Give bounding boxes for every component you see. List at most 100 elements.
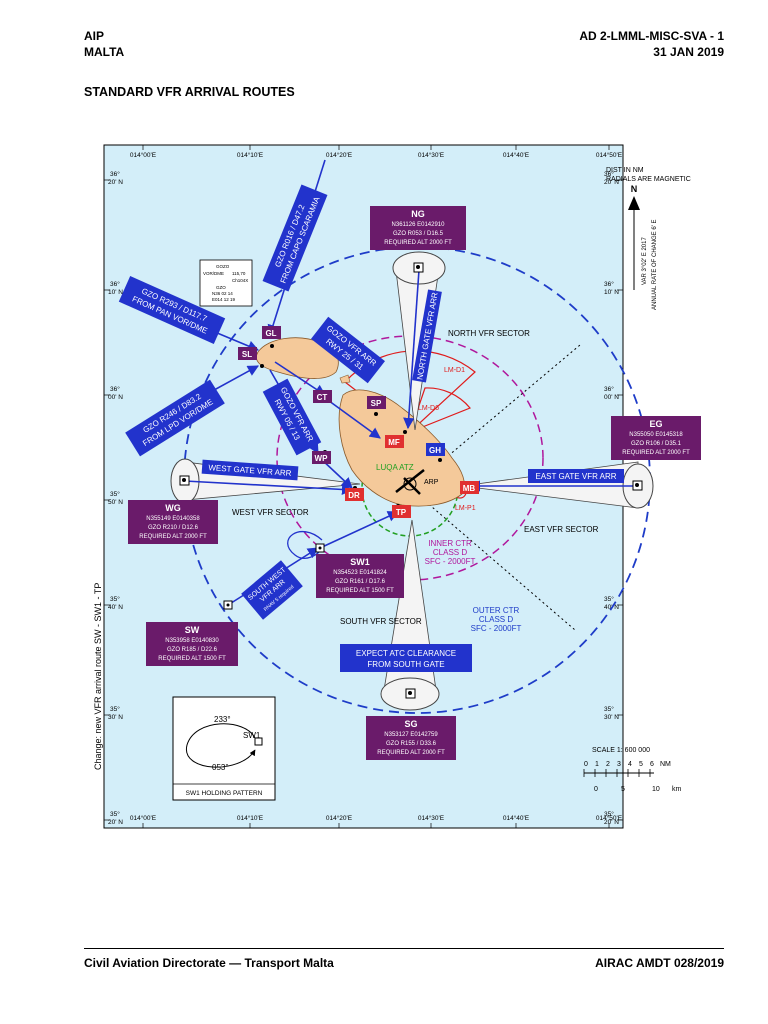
dist-note: DIST IN NM xyxy=(606,167,644,174)
sw1-name: SW1 xyxy=(350,557,370,567)
lat-label: 36° xyxy=(604,385,614,393)
lon-label-top: 014°30'E xyxy=(418,151,445,159)
inner-ctr-label: INNER CTR xyxy=(428,539,472,548)
wp-box-dr xyxy=(345,488,364,501)
wp-box-tp xyxy=(392,505,411,518)
lon-label-bottom: 014°30'E xyxy=(418,814,445,822)
scale-nm-unit: NM xyxy=(660,761,671,768)
scale-nm-tick: 2 xyxy=(606,761,610,768)
radial-note: RADIALS ARE MAGNETIC xyxy=(606,176,691,183)
wp-box-sp xyxy=(367,396,386,409)
gozo-box-line: N36 02 14 xyxy=(212,291,233,296)
lon-label-top: 014°50'E xyxy=(596,151,623,159)
sw-alt: REQUIRED ALT 1500 FT xyxy=(158,656,226,662)
lat-label: 10' N xyxy=(108,289,123,296)
luqa-atz-label: LUQA ATZ xyxy=(376,463,414,472)
wp-ct-label: CT xyxy=(317,393,328,402)
lat-label: 20' N xyxy=(108,179,123,186)
gozo-island xyxy=(256,337,339,379)
comino-island xyxy=(339,374,351,384)
doc-date: 31 JAN 2019 xyxy=(653,45,724,59)
lon-label-bottom: 014°00'E xyxy=(130,814,157,822)
sw-coord: N353958 E0140830 xyxy=(165,638,219,644)
south-sector-label: SOUTH VFR SECTOR xyxy=(340,617,422,626)
lon-label-top: 014°40'E xyxy=(503,151,530,159)
south-gate-clearance-label: EXPECT ATC CLEARANCE FROM SOUTH GATE xyxy=(340,644,472,672)
ng-coord: N361126 E0142910 xyxy=(392,222,446,228)
footer-right: AIRAC AMDT 028/2019 xyxy=(595,956,724,970)
sw-radial: GZO R185 / D22.6 xyxy=(167,647,218,653)
point-box-wg: WG N355149 E0140358 GZO R210 / D12.6 REQ… xyxy=(128,500,218,544)
scale-km-unit: km xyxy=(672,786,682,793)
wp-dr-label: DR xyxy=(348,491,360,500)
wp-box-gh xyxy=(426,443,445,456)
lat-label: 35° xyxy=(604,705,614,713)
gozo-box-line: Ch104X xyxy=(232,278,248,283)
point-box-sw: SW N353958 E0140830 GZO R185 / D22.6 REQ… xyxy=(146,622,238,666)
lat-label: 35° xyxy=(604,595,614,603)
point-box-sw1: SW1 N354523 E0141824 GZO R161 / D17.6 RE… xyxy=(316,554,404,598)
footer-rule xyxy=(84,948,724,949)
area-lm-p1: LM-P1 xyxy=(455,505,476,512)
lat-label: 35° xyxy=(110,595,120,603)
lat-label: 36° xyxy=(110,385,120,393)
gozo-box-line: E014 12 19 xyxy=(212,297,236,302)
aip-label: AIP MALTA xyxy=(84,28,124,60)
wg-alt: REQUIRED ALT 2000 FT xyxy=(139,534,207,540)
wp-mf-label: MF xyxy=(388,438,400,447)
wg-name: WG xyxy=(165,503,181,513)
graticule-ticks xyxy=(104,145,623,828)
outer-ctr-class: CLASS D xyxy=(479,615,513,624)
wp-box-gl xyxy=(262,326,281,339)
sw1-hold-track xyxy=(287,530,323,559)
scale-km-tick: 10 xyxy=(652,786,660,793)
outer-ctr-label: OUTER CTR xyxy=(473,606,520,615)
point-box-eg: EG N355050 E0145318 GZO R106 / D35.1 REQ… xyxy=(611,416,701,460)
wg-radial: GZO R210 / D12.6 xyxy=(148,525,199,531)
var-note: VAR 3°02' E 2017 xyxy=(642,237,648,285)
ng-alt: REQUIRED ALT 2000 FT xyxy=(384,240,452,246)
lat-label: 35° xyxy=(110,705,120,713)
point-box-sg: SG N353127 E0142759 GZO R155 / D33.6 REQ… xyxy=(366,716,456,760)
footer-left: Civil Aviation Directorate — Transport M… xyxy=(84,956,334,970)
var-rate-note: ANNUAL RATE OF CHANGE 6' E xyxy=(652,220,658,311)
scale-nm-tick: 1 xyxy=(595,761,599,768)
gozo-box-line: VOR/DME xyxy=(203,271,224,276)
scale-km-tick: 0 xyxy=(594,786,598,793)
wg-coord: N355149 E0140358 xyxy=(146,516,200,522)
lat-label: 35° xyxy=(604,810,614,818)
sg-name: SG xyxy=(404,719,417,729)
lat-label: 36° xyxy=(604,170,614,178)
point-box-ng: NG N361126 E0142910 GZO R053 / D16.5 REQ… xyxy=(370,206,466,250)
inner-ctr-alt: SFC - 2000FT xyxy=(425,557,476,566)
sw-name: SW xyxy=(185,625,200,635)
holding-pattern-inset: SW1 233° 053° SW1 HOLDING PATTERN xyxy=(172,696,276,801)
north-label: N xyxy=(631,184,638,194)
scale-nm-tick: 5 xyxy=(639,761,643,768)
sw1-coord: N354523 E0141824 xyxy=(333,570,387,576)
east-sector-label: EAST VFR SECTOR xyxy=(524,525,599,534)
doc-ref: AD 2-LMML-MISC-SVA - 1 31 JAN 2019 xyxy=(579,28,724,60)
wp-gh-label: GH xyxy=(429,446,441,455)
ng-name: NG xyxy=(411,209,425,219)
area-lm-d1: LM-D1 xyxy=(444,367,465,374)
lat-label: 35° xyxy=(110,810,120,818)
scale-title: SCALE 1: 600 000 xyxy=(592,747,650,754)
sg-coord: N353127 E0142759 xyxy=(384,732,438,738)
east-gate-route-text: EAST GATE VFR ARR xyxy=(535,472,616,481)
eg-radial: GZO R106 / D35.1 xyxy=(631,441,682,447)
lat-label: 00' N xyxy=(604,394,619,401)
gozo-box-line: 115,70 xyxy=(232,271,246,276)
malta-island xyxy=(338,389,465,507)
inset-outbound: 053° xyxy=(212,763,229,772)
north-sector-label: NORTH VFR SECTOR xyxy=(448,329,530,338)
inset-caption: SW1 HOLDING PATTERN xyxy=(186,790,263,797)
eg-name: EG xyxy=(649,419,662,429)
outer-ctr-alt: SFC - 2000FT xyxy=(471,624,522,633)
lon-label-top: 014°00'E xyxy=(130,151,157,159)
scale-bar: SCALE 1: 600 000 0 1 2 3 4 5 6 NM 0 5 10… xyxy=(583,747,682,793)
arp-label: ARP xyxy=(424,479,439,486)
airport-runway-icon xyxy=(395,469,425,495)
scale-nm-tick: 0 xyxy=(584,761,588,768)
lat-label: 00' N xyxy=(108,394,123,401)
